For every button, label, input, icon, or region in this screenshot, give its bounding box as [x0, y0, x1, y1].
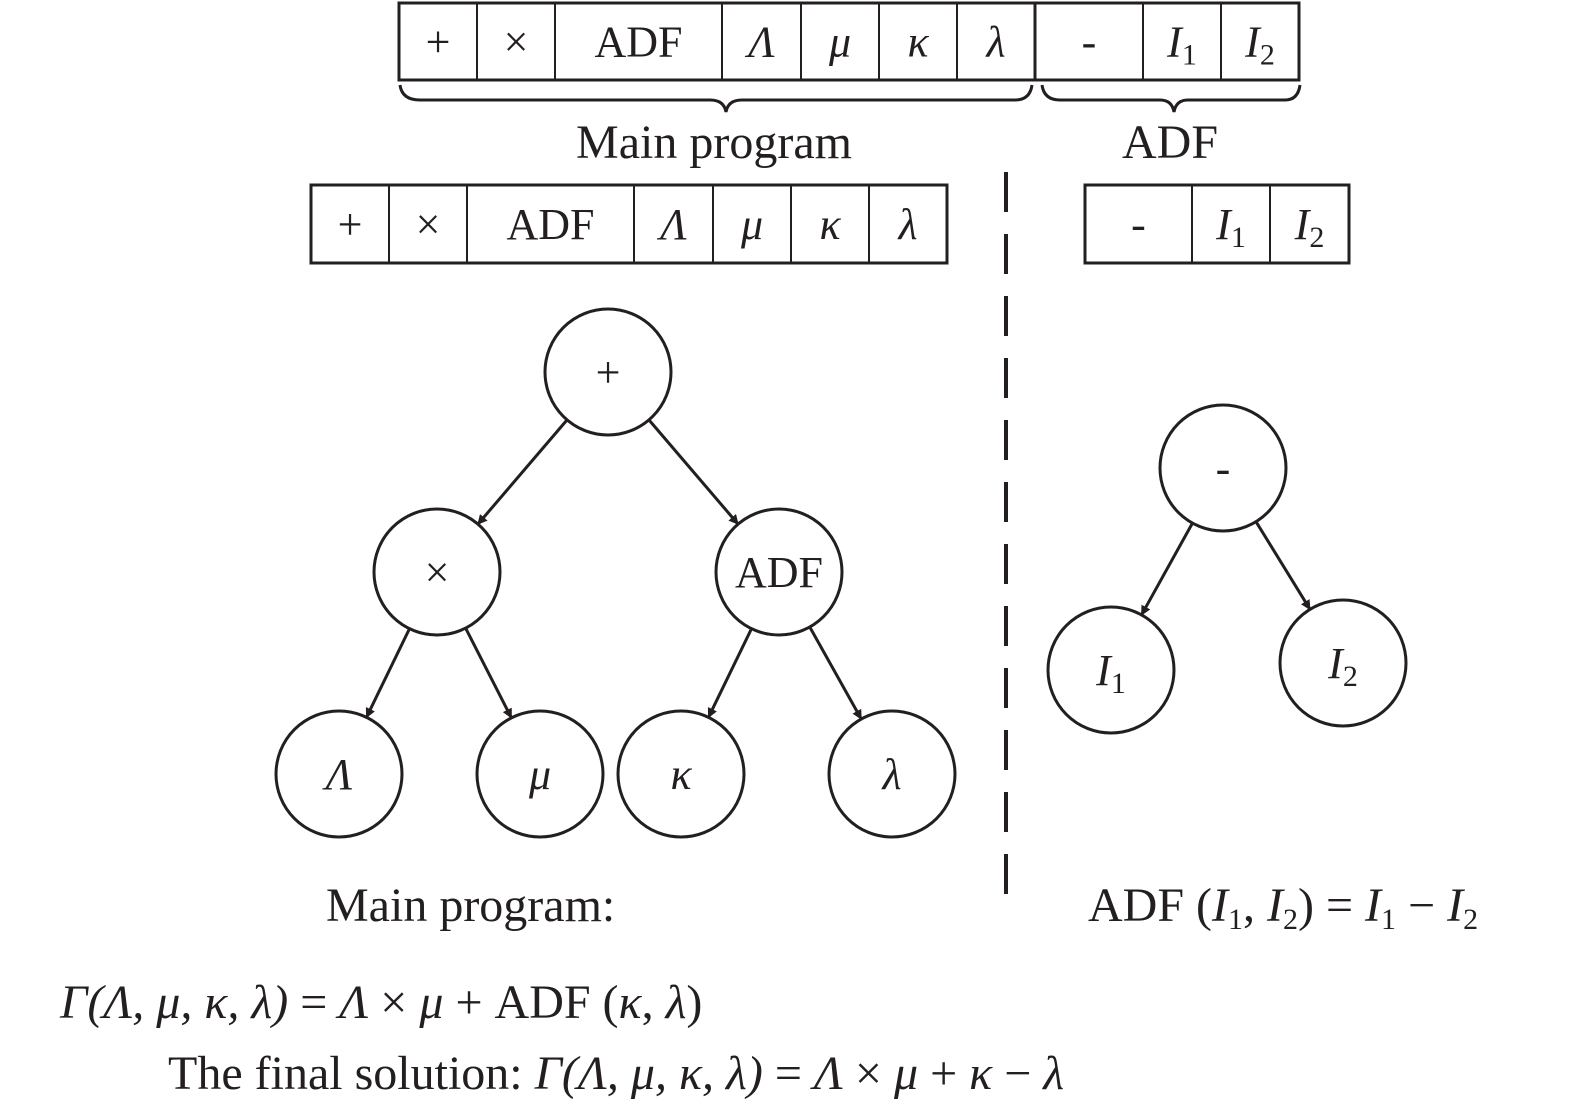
adf-tree-node-label: I1: [1095, 646, 1126, 700]
main-genome-cell: μ: [740, 200, 763, 249]
main-tree-edge-arrow: [707, 628, 753, 719]
adf-def-prefix: ADF (: [1088, 879, 1213, 932]
adf-definition: ADF (I1, I2) = I1 − I2: [1088, 878, 1478, 937]
adf-tree-node-minus: -: [1158, 403, 1288, 533]
main-tree-edge-arrow: [476, 418, 569, 526]
adf-def-sub: 2: [1463, 903, 1479, 936]
main-genome-cell: λ: [896, 200, 917, 249]
adf-tree-node-I2: I2: [1278, 598, 1408, 728]
top-genome-cell: -: [1082, 18, 1097, 67]
adf-genome-cell: I1: [1215, 200, 1246, 254]
var: λ: [665, 976, 687, 1029]
main-tree-node-label: Λ: [322, 750, 353, 799]
adf-tree-node-I1: I1: [1046, 605, 1176, 735]
adf-def-var: I: [1447, 879, 1464, 932]
main-tree-node-plus: +: [543, 307, 673, 437]
adf-genome-cell: I2: [1294, 200, 1325, 254]
gamma-symbol: Γ: [60, 976, 88, 1029]
main-tree-node-kappa: κ: [616, 709, 746, 839]
adf-genome-frame: [1083, 183, 1351, 265]
op: +: [918, 1047, 970, 1100]
top-genome-cell: μ: [828, 18, 851, 67]
var: μ: [419, 976, 444, 1029]
adf-tree-edge-arrow: [1254, 520, 1312, 611]
top-genome-cell: Λ: [744, 18, 775, 67]
top-genome-cell: +: [426, 18, 451, 67]
adf-def-var: I: [1267, 879, 1283, 932]
adf-brace-label: ADF: [1122, 116, 1218, 169]
adf-def-eq: ) =: [1297, 879, 1366, 932]
main-tree-node-label: λ: [880, 750, 901, 799]
gamma-formula: Γ(Λ, μ, κ, λ) = Λ × μ + ADF (κ, λ): [60, 975, 702, 1030]
adf-def-sub: 1: [1381, 903, 1397, 936]
main-genome-cell: ADF: [506, 200, 594, 249]
main-tree-edge-arrow: [647, 418, 740, 526]
adf-def-var: I: [1212, 879, 1228, 932]
op: −: [992, 1047, 1044, 1100]
main-tree-node-lambda: λ: [827, 709, 957, 839]
top-genome-braces: Main program ADF: [398, 84, 1302, 169]
adf-def-sub: 1: [1228, 903, 1243, 936]
top-genome-cell: κ: [907, 18, 929, 67]
var: λ: [1043, 1047, 1065, 1100]
main-genome-cell: ×: [416, 200, 441, 249]
final-solution-formula: The final solution: Γ(Λ, μ, κ, λ) = Λ × …: [168, 1046, 1064, 1101]
main-tree-node-label: κ: [670, 750, 692, 799]
main-tree-edge-arrow: [365, 628, 411, 719]
top-genome-cell: I2: [1244, 18, 1275, 72]
gamma-args: (Λ, μ, κ, λ): [87, 976, 289, 1029]
adf-def-sep: ,: [1243, 879, 1267, 932]
adf-def-sub: 2: [1282, 903, 1298, 936]
top-genome-cell: ×: [504, 18, 529, 67]
var: κ: [618, 976, 642, 1029]
var: Λ: [813, 1047, 843, 1100]
main-tree-node-Lambda: Λ: [274, 709, 404, 839]
op: ×: [842, 1047, 894, 1100]
main-tree-node-label: ×: [425, 548, 450, 597]
main-tree-edge-arrow: [808, 626, 863, 720]
gamma-args: (Λ, μ, κ, λ): [561, 1047, 763, 1100]
main-program-brace-label: Main program: [576, 116, 852, 169]
var: μ: [893, 1047, 919, 1100]
paren: ): [686, 976, 703, 1029]
final-solution-label: The final solution:: [168, 1047, 535, 1100]
main-tree-node-label: ADF: [735, 548, 823, 597]
main-program-caption: Main program:: [326, 878, 615, 933]
adf-tree: - I1 I2: [1046, 403, 1408, 735]
var: κ: [969, 1047, 993, 1100]
main-program-brace: [398, 84, 1034, 113]
eq: =: [288, 976, 340, 1029]
main-tree-node-times: ×: [372, 507, 502, 637]
top-genome-frame: [397, 1, 1301, 82]
top-genome-cell: ADF: [594, 18, 682, 67]
main-genome-frame: [309, 183, 949, 265]
adf-tree-edge-arrow: [1140, 522, 1194, 616]
op: + ADF (: [443, 976, 619, 1029]
main-genome-cell: +: [338, 200, 363, 249]
adf-genome-cell: -: [1131, 200, 1146, 249]
adf-def-var: I: [1365, 879, 1382, 932]
sep: ,: [641, 976, 666, 1029]
main-program-caption-text: Main program:: [326, 879, 616, 932]
main-genome-cell: κ: [819, 200, 841, 249]
main-genome-cell: Λ: [656, 200, 687, 249]
main-tree-node-mu: μ: [475, 709, 605, 839]
gamma-symbol: Γ: [534, 1047, 562, 1100]
adf-def-op: −: [1396, 879, 1448, 932]
main-tree-node-adf: ADF: [714, 507, 844, 637]
main-tree-edge-arrow: [464, 627, 513, 719]
var: Λ: [339, 976, 369, 1029]
top-genome-cell: I1: [1166, 18, 1197, 72]
main-tree-node-label: μ: [528, 750, 551, 799]
adf-brace: [1040, 84, 1302, 113]
top-genome-cell: λ: [984, 18, 1005, 67]
main-tree-node-label: +: [596, 348, 621, 397]
op: ×: [368, 976, 420, 1029]
adf-tree-node-label: -: [1216, 444, 1231, 493]
eq: =: [762, 1047, 814, 1100]
